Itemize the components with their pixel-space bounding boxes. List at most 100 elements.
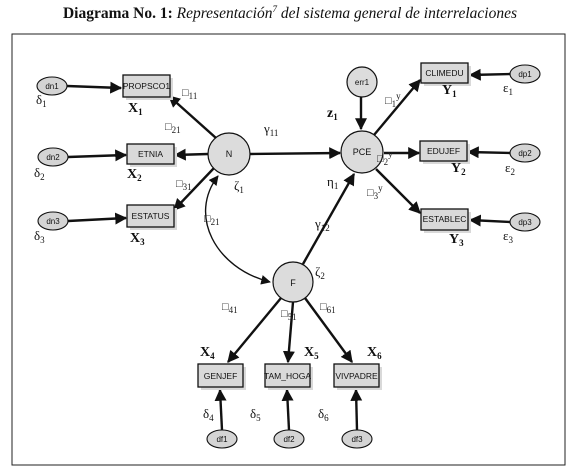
error-dn3: dn3 — [37, 211, 69, 231]
label-df2: df2 — [283, 435, 295, 444]
symbol-delta1: δ1 — [36, 92, 47, 109]
label-err1: err1 — [355, 78, 370, 87]
observed-box-edujef: EDUJEF — [419, 140, 470, 164]
symbol-delta6: δ6 — [318, 406, 329, 423]
label-dp1: dp1 — [518, 70, 532, 79]
label-edujef: EDUJEF — [427, 146, 460, 156]
caption-title-rest: del sistema general de interrelaciones — [280, 5, 518, 23]
latent-err1: err1 — [346, 66, 378, 98]
symbol-x5: X5 — [304, 345, 319, 361]
label-latent-f: F — [290, 278, 296, 288]
error-df3: df3 — [341, 429, 373, 449]
label-genjef: GENJEF — [204, 371, 238, 381]
label-latent-pce: PCE — [353, 147, 372, 157]
label-dp3: dp3 — [518, 218, 532, 227]
coef-phi21: □21 — [204, 213, 220, 227]
error-dp3: dp3 — [509, 212, 541, 232]
arrow-pce-establec — [375, 168, 421, 214]
arrow-dn3-estatus — [67, 212, 128, 225]
arrow-df3-vivpadre — [350, 388, 363, 431]
observed-box-etnia: ETNIA — [126, 143, 177, 167]
arrow-n-pce — [249, 147, 342, 160]
error-df2: df2 — [273, 429, 305, 449]
latent-n: N — [207, 132, 251, 176]
observed-box-estatus: ESTATUS — [126, 204, 177, 230]
arrow-f-genjef — [227, 297, 282, 363]
symbol-x3: X3 — [130, 231, 145, 247]
label-tamhoga: TAM_HOGA — [264, 371, 311, 381]
symbol-zeta2: ζ2 — [315, 264, 325, 281]
symbol-epsilon3: ε3 — [503, 228, 513, 245]
symbol-x6: X6 — [367, 345, 382, 361]
coef-lambda1y: □1y — [385, 91, 401, 109]
arrow-f-tamhoga — [282, 301, 295, 364]
label-etnia: ETNIA — [138, 149, 163, 159]
symbol-y1: Y1 — [442, 83, 457, 99]
symbol-y3: Y3 — [449, 232, 464, 248]
label-df1: df1 — [216, 435, 228, 444]
symbol-eta1: η1 — [327, 174, 338, 191]
coef-lambda41: □41 — [222, 301, 238, 315]
symbol-zeta1: ζ1 — [234, 178, 244, 195]
caption-footnote-ref: 7 — [272, 4, 277, 14]
observed-box-propsco: PROPSCO1 — [122, 74, 173, 100]
latent-pce: PCE — [340, 130, 384, 174]
arrow-f-vivpadre — [304, 297, 353, 363]
arrow-dp1-climedu — [468, 68, 511, 81]
covariance-n-f — [204, 175, 271, 285]
caption-title-word: Representación — [176, 5, 273, 23]
coef-lambda3y: □3y — [367, 183, 383, 201]
symbol-epsilon1: ε1 — [503, 80, 513, 97]
coef-lambda11: □11 — [182, 87, 197, 101]
symbol-delta5: δ5 — [250, 406, 261, 423]
symbol-delta2: δ2 — [34, 165, 45, 182]
arrow-dp2-edujef — [466, 146, 511, 159]
error-dn1: dn1 — [36, 76, 68, 96]
arrow-n-estatus — [173, 167, 215, 211]
label-propsco: PROPSCO1 — [123, 81, 171, 91]
figure-caption: Diagrama No. 1: Representación7 del sist… — [0, 4, 580, 23]
arrow-n-etnia — [173, 148, 209, 161]
symbol-x1: X1 — [128, 101, 143, 117]
symbol-gamma11: γ11 — [263, 121, 278, 138]
symbol-delta4: δ4 — [203, 406, 214, 423]
coef-lambda21: □21 — [165, 121, 181, 135]
symbol-x4: X4 — [200, 345, 215, 361]
coef-lambda61: □61 — [320, 301, 336, 315]
caption-number: Diagrama No. 1: — [62, 5, 173, 23]
coef-lambda51: □51 — [281, 308, 297, 322]
label-climedu: CLIMEDU — [425, 68, 463, 78]
arrow-df2-tamhoga — [281, 388, 294, 431]
error-dp2: dp2 — [509, 143, 541, 163]
observed-box-establec: ESTABLEC — [420, 208, 471, 233]
diagram-frame — [11, 33, 566, 466]
latent-f: F — [272, 261, 314, 303]
label-estatus: ESTATUS — [132, 211, 170, 221]
observed-box-tamhoga: TAM_HOGA — [264, 363, 313, 390]
label-df3: df3 — [351, 435, 363, 444]
observed-box-climedu: CLIMEDU — [420, 62, 471, 86]
label-vivpadre: VIVPADRE — [335, 371, 378, 381]
arrow-dp3-establec — [468, 214, 511, 227]
caption-title: Representación7 del sistema general de i… — [176, 4, 518, 23]
label-dn1: dn1 — [45, 82, 59, 91]
label-dp2: dp2 — [518, 149, 532, 158]
error-dn2: dn2 — [37, 147, 69, 167]
symbol-x2: X2 — [127, 167, 142, 183]
symbol-gamma12: γ12 — [314, 216, 330, 233]
arrow-dn2-etnia — [67, 149, 128, 162]
observed-box-vivpadre: VIVPADRE — [333, 363, 382, 390]
symbol-epsilon2: ε2 — [505, 160, 515, 177]
label-latent-n: N — [226, 149, 233, 159]
coef-lambda2y: □2y — [377, 149, 393, 167]
error-df1: df1 — [206, 429, 238, 449]
arrow-df1-genjef — [214, 388, 227, 431]
observed-box-genjef: GENJEF — [197, 363, 246, 390]
error-dp1: dp1 — [509, 64, 541, 84]
symbol-y2: Y2 — [451, 161, 466, 177]
label-establec: ESTABLEC — [423, 214, 467, 224]
symbol-z1: z1 — [327, 106, 338, 122]
arrow-pce-climedu — [373, 79, 421, 136]
paths — [66, 68, 511, 431]
